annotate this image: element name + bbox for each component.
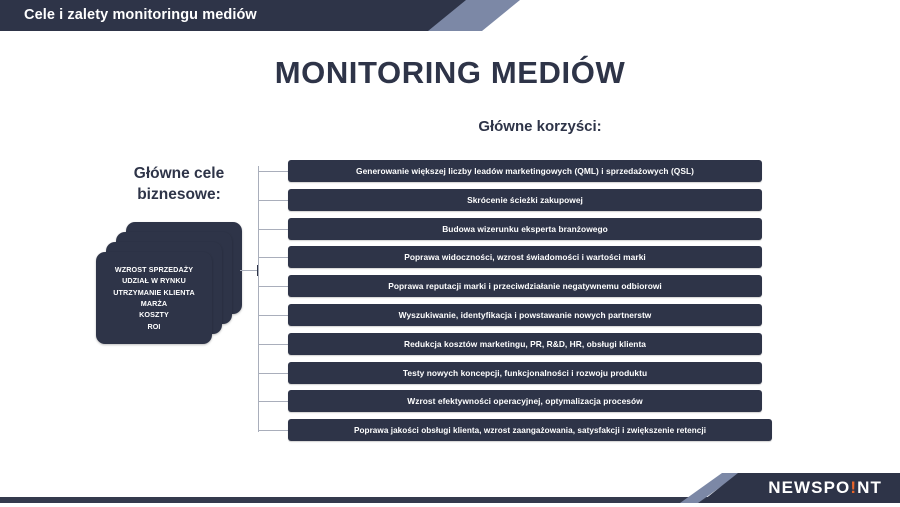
connector-branch	[258, 315, 292, 316]
benefit-bar: Poprawa widoczności, wzrost świadomości …	[288, 246, 762, 269]
header-title: Cele i zalety monitoringu mediów	[24, 7, 257, 23]
benefit-bar: Wzrost efektywności operacyjnej, optymal…	[288, 390, 762, 413]
connector-stem	[240, 270, 259, 271]
connector-branch	[258, 343, 292, 345]
goals-heading-line2: biznesowe:	[137, 186, 221, 203]
goal-card-item: ROI	[147, 321, 161, 331]
goal-card-item: KOSZTY	[139, 310, 169, 320]
connector-branch	[258, 430, 292, 432]
goal-card-item: WZROST SPRZEDAŻY	[114, 264, 194, 274]
benefits-list: Generowanie większej liczby leadów marke…	[288, 158, 772, 442]
goals-heading: Główne cele biznesowe:	[104, 163, 254, 205]
connector-branch	[258, 286, 292, 288]
connector-branch	[258, 171, 292, 172]
goal-card-item: MARŻA	[140, 299, 168, 308]
benefit-bar: Generowanie większej liczby leadów marke…	[288, 160, 762, 182]
goal-card-item: UTRZYMANIE KLIENTA	[113, 287, 195, 297]
footer-block	[700, 473, 900, 503]
header-bar	[0, 0, 500, 31]
connector-bracket	[240, 158, 292, 440]
benefits-subtitle: Główne korzyści:	[478, 118, 602, 135]
benefit-bar: Skrócenie ścieżki zakupowej	[288, 188, 762, 211]
connector-branch	[258, 372, 292, 374]
benefit-bar: Budowa wizerunku eksperta branżowego	[288, 217, 762, 240]
connector-branch	[258, 199, 292, 201]
connector-branch	[258, 228, 292, 230]
connector-branch	[258, 257, 292, 259]
connector-branch	[258, 401, 292, 403]
brand-logo-suffix: NT	[857, 478, 882, 497]
benefit-bar: Poprawa jakości obsługi klienta, wzrost …	[288, 419, 772, 442]
page-title: MONITORING MEDIÓW	[274, 55, 626, 90]
benefit-bar: Redukcja kosztów marketingu, PR, R&D, HR…	[288, 332, 762, 355]
brand-logo-bang: !	[850, 478, 858, 497]
goal-card-front	[96, 252, 212, 344]
connector-spine	[258, 166, 259, 432]
brand-logo: NEWSPO!NT	[768, 473, 882, 503]
benefit-bar: Wyszukiwanie, identyfikacja i powstawani…	[288, 304, 762, 326]
footer-line	[0, 497, 900, 503]
brand-logo-prefix: NEWSPO	[768, 478, 851, 497]
benefit-bar: Poprawa reputacji marki i przeciwdziałan…	[288, 275, 762, 298]
goal-card-item: UDZIAŁ W RYNKU	[122, 276, 186, 286]
benefit-bar: Testy nowych koncepcji, funkcjonalności …	[288, 361, 762, 384]
goals-heading-line1: Główne cele	[133, 165, 225, 182]
